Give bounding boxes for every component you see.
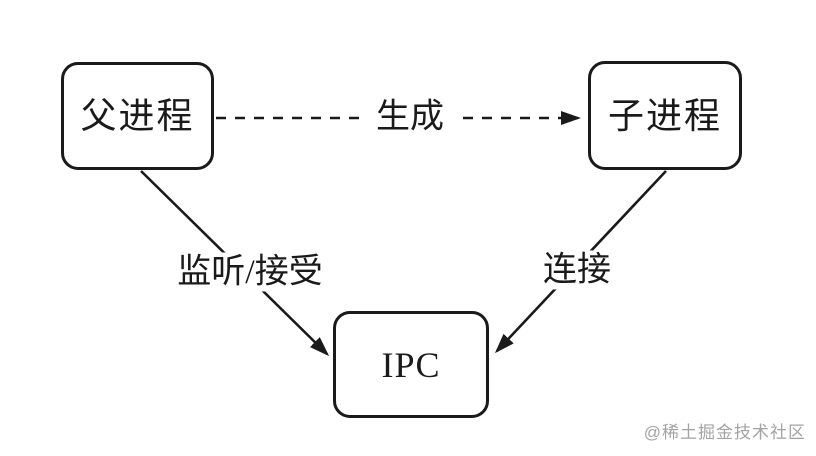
child-process-node: 子进程 [588,61,742,170]
ipc-label: IPC [381,344,441,385]
watermark: @稀土掘金技术社区 [643,423,806,442]
parent-process-node: 父进程 [61,62,214,170]
connect-edge-label: 连接 [533,250,621,290]
ipc-node: IPC [333,311,489,418]
spawn-edge-label: 生成 [366,97,454,137]
parent-process-label: 父进程 [80,96,195,136]
listen-accept-edge-label: 监听/接受 [167,252,333,292]
child-process-label: 子进程 [607,95,722,136]
